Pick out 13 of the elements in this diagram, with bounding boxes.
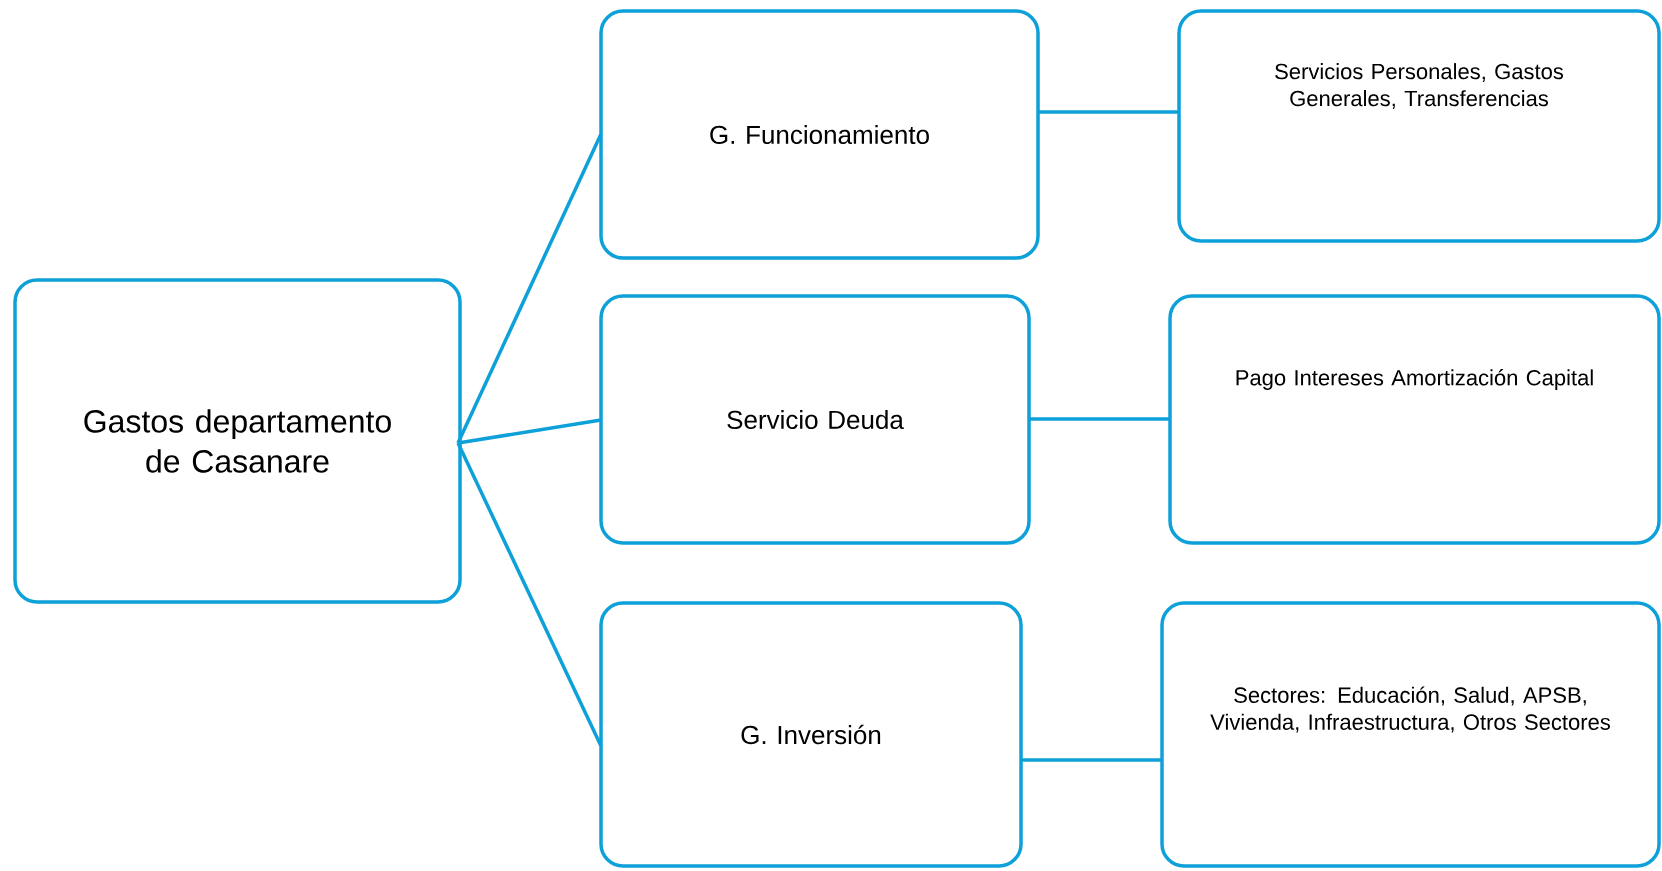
process-box: G. Funcionamiento [599, 9, 1040, 260]
connector-line [1038, 110, 1179, 114]
process-box: Sectores: Educación, Salud, APSB, Vivienda, Infraestructura, Otros Sectores [1160, 601, 1661, 868]
connector-line [457, 418, 602, 445]
process-box: Pago Intereses Amortización Capital [1168, 294, 1661, 545]
connector-line [1029, 417, 1170, 421]
connector-line [456, 442, 603, 747]
process-box: G. Inversión [599, 601, 1023, 868]
connector-line [1021, 758, 1162, 762]
process-box: Gastos departamento de Casanare [13, 278, 462, 604]
connector-line [456, 133, 603, 444]
process-box: Servicios Personales, Gastos Generales, Transferencias [1177, 9, 1661, 243]
process-box: Servicio Deuda [599, 294, 1031, 545]
